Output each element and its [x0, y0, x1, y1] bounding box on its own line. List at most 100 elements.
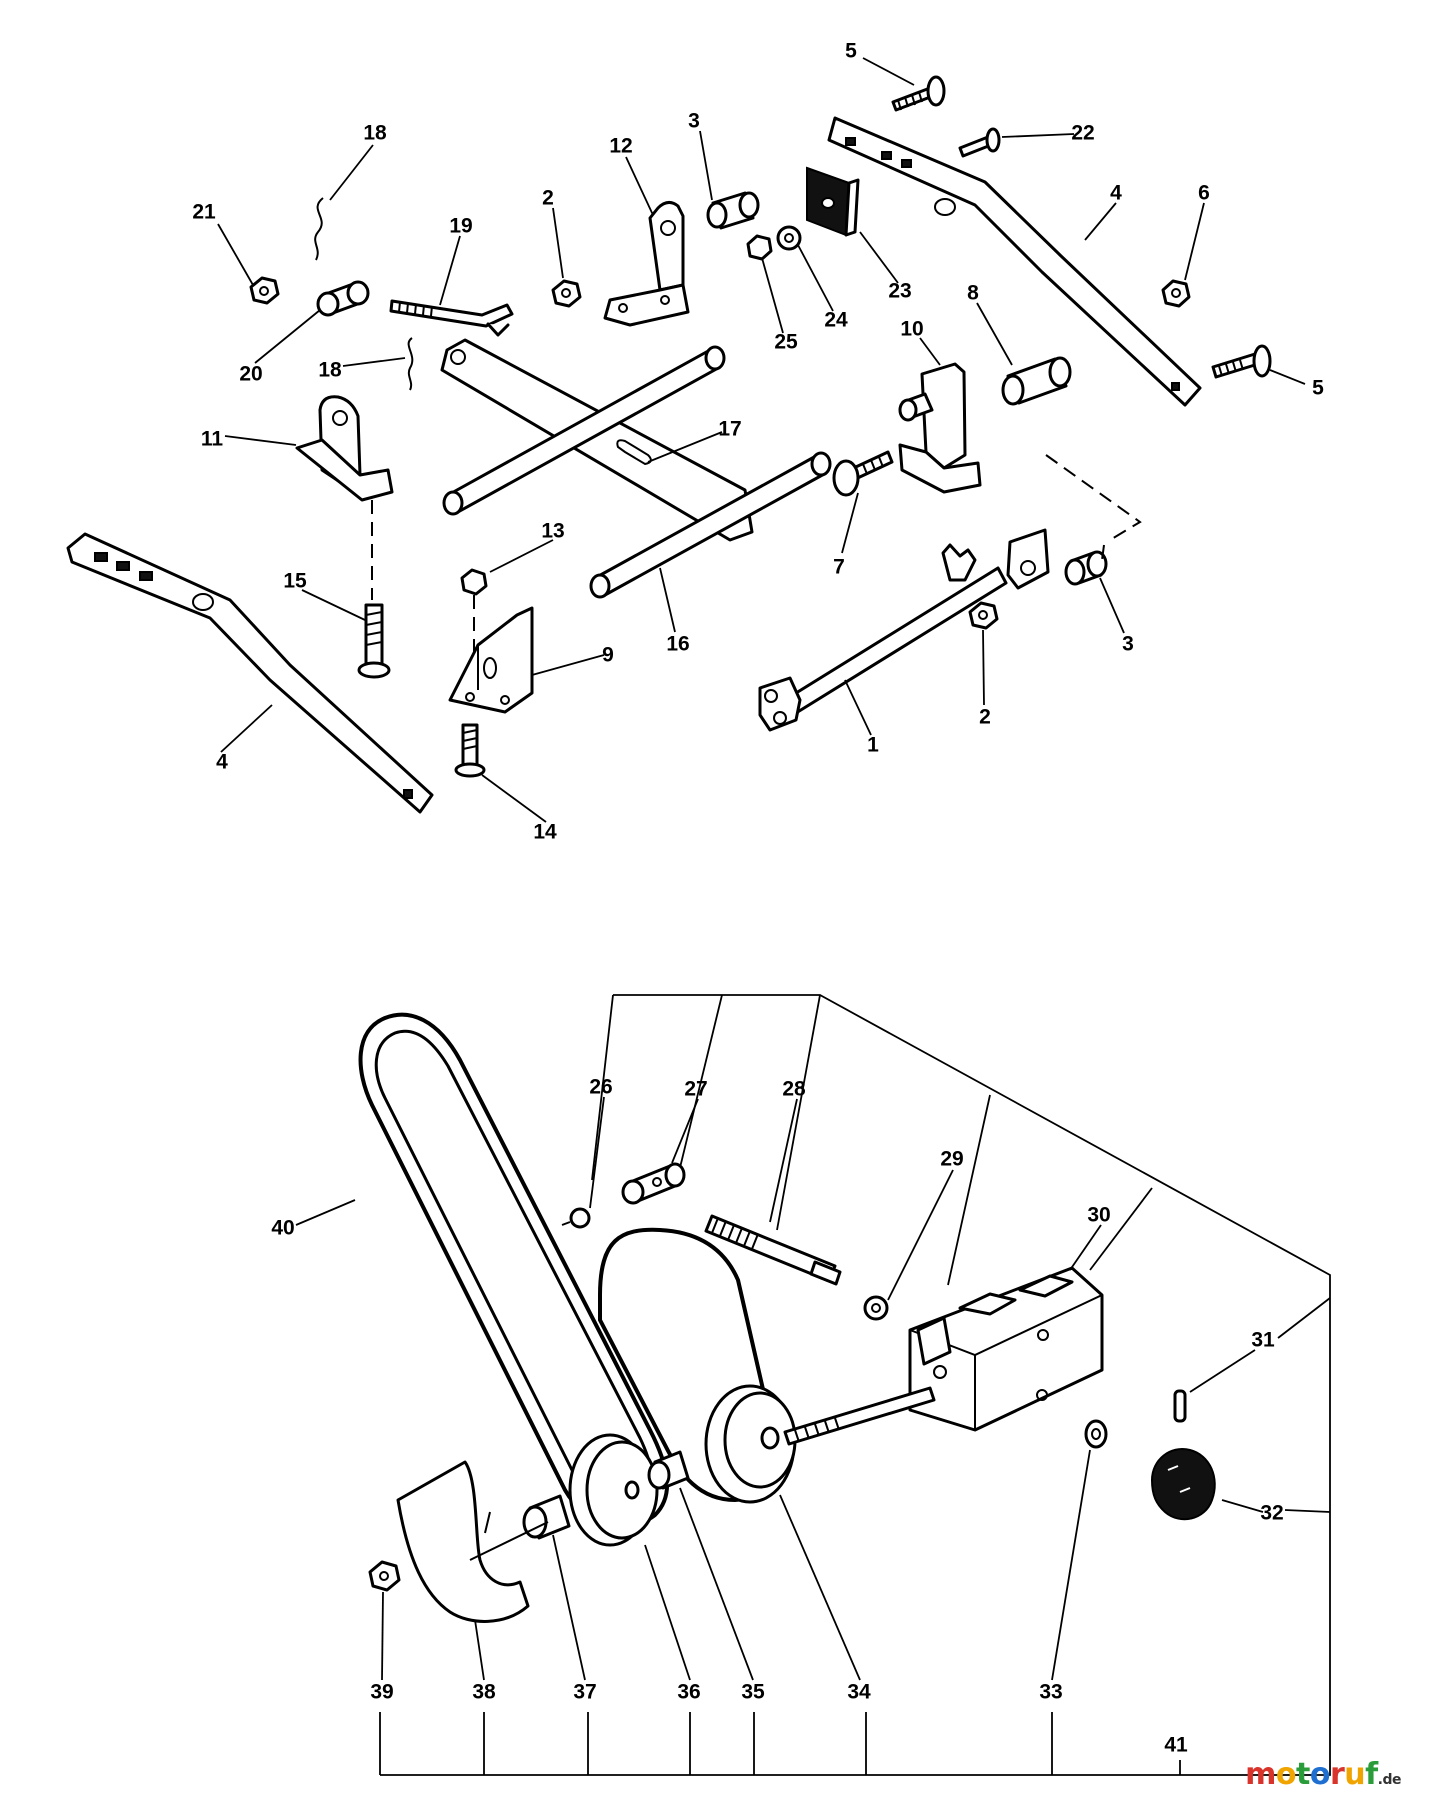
callout-12: 12: [609, 135, 632, 158]
part-3-spacer-lower: [1064, 550, 1108, 586]
callout-5: 5: [845, 40, 857, 63]
callout-15: 15: [283, 570, 307, 593]
part-35-spacer: [647, 1450, 690, 1490]
callout-14: 14: [533, 821, 557, 844]
kit-41-bracket-line: [380, 994, 1331, 1776]
callout-5: 5: [1312, 377, 1324, 400]
callout-7: 7: [833, 556, 845, 579]
part-31-pin: [1173, 1389, 1187, 1423]
callout-29: 29: [940, 1148, 963, 1171]
part-15-bolt: [357, 603, 391, 679]
callout-23: 23: [888, 280, 911, 303]
part-32-knob: [1150, 1448, 1216, 1521]
part-14-bolt: [454, 723, 486, 778]
upper-assembly: [66, 57, 1306, 823]
part-12-bracket: [603, 201, 690, 327]
part-4-right-arm: [827, 116, 1202, 407]
part-20-ferrule: [316, 280, 370, 317]
callout-17: 17: [718, 418, 741, 441]
part-37-spacer: [522, 1494, 571, 1540]
callout-labels: 1223344556789101112131415161718181920212…: [192, 40, 1324, 1757]
part-27-ferrule: [621, 1162, 686, 1205]
part-39-nut: [368, 1560, 401, 1592]
callout-8: 8: [967, 282, 979, 305]
callout-19: 19: [449, 215, 472, 238]
callout-39: 39: [370, 1681, 393, 1704]
callout-32: 32: [1260, 1502, 1283, 1525]
part-4-left-arm: [66, 532, 434, 814]
callout-33: 33: [1039, 1681, 1062, 1704]
part-9-bracket: [448, 606, 534, 714]
callout-13: 13: [541, 520, 564, 543]
callout-4: 4: [216, 751, 228, 774]
callout-16: 16: [666, 633, 689, 656]
part-30-housing: [908, 1266, 1104, 1432]
leader-lines-upper: [217, 57, 1306, 823]
part-2-nut-lower: [968, 601, 999, 630]
callout-9: 9: [602, 644, 614, 667]
part-10-bracket: [898, 362, 982, 494]
part-18-pin-lower: [407, 337, 414, 391]
callout-35: 35: [741, 1681, 765, 1704]
callout-20: 20: [239, 363, 262, 386]
callout-27: 27: [684, 1078, 707, 1101]
callout-11: 11: [201, 428, 224, 451]
callout-10: 10: [900, 318, 923, 341]
part-34-pulley-belt: [598, 1227, 797, 1504]
callout-2: 2: [979, 706, 991, 729]
part-5-bolt-right: [1211, 344, 1272, 379]
part-5-bolt-top: [891, 75, 946, 112]
callout-26: 26: [589, 1076, 612, 1099]
callout-37: 37: [573, 1681, 596, 1704]
shaft-upper: [442, 345, 726, 516]
callout-36: 36: [677, 1681, 700, 1704]
part-23-pad: [806, 166, 860, 237]
callout-28: 28: [782, 1078, 806, 1101]
part-28-rod: [704, 1214, 842, 1286]
part-26-ring: [561, 1207, 591, 1229]
callout-21: 21: [192, 201, 216, 224]
part-36-pulley: [568, 1433, 659, 1547]
callout-18: 18: [363, 122, 387, 145]
part-29-washer: [863, 1295, 889, 1321]
callout-18: 18: [318, 359, 342, 382]
part-11-bracket: [295, 395, 394, 502]
callout-1: 1: [867, 734, 879, 757]
callout-24: 24: [824, 309, 848, 332]
part-16-shaft: [589, 451, 832, 599]
watermark-logo: motoruf.de: [1245, 1757, 1401, 1792]
callout-3: 3: [1122, 633, 1134, 656]
part-19-rod: [389, 299, 514, 337]
part-25-nut: [746, 234, 773, 261]
part-33-washer: [1084, 1419, 1108, 1449]
callout-22: 22: [1071, 122, 1094, 145]
part-1-shift-rod: [758, 528, 1050, 732]
part-6-nut: [1161, 279, 1191, 308]
part-18-pin-top: [314, 197, 324, 261]
part-38-belt-guard: [396, 1460, 549, 1623]
part-22-bolt: [958, 127, 1001, 158]
part-2-nut-top: [551, 279, 582, 308]
callout-38: 38: [472, 1681, 496, 1704]
part-3-spacer-top: [706, 191, 760, 230]
callout-34: 34: [847, 1681, 871, 1704]
part-8-spacer: [1001, 356, 1072, 406]
lower-assembly: [295, 994, 1331, 1776]
callout-30: 30: [1087, 1204, 1110, 1227]
callout-40: 40: [271, 1217, 294, 1240]
part-21-nut: [249, 276, 280, 305]
callout-25: 25: [774, 331, 798, 354]
part-7-bolt: [832, 450, 894, 497]
callout-3: 3: [688, 110, 700, 133]
part-34-threaded-rod: [783, 1386, 936, 1446]
callout-4: 4: [1110, 182, 1122, 205]
part-13-nut: [460, 568, 488, 596]
dash-line-pivot: [1045, 454, 1142, 541]
callout-41: 41: [1164, 1734, 1188, 1757]
part-24-washer: [776, 225, 802, 251]
leader-lines-lower: [295, 1096, 1264, 1681]
callout-2: 2: [542, 187, 554, 210]
callout-6: 6: [1198, 182, 1210, 205]
callout-31: 31: [1251, 1329, 1275, 1352]
